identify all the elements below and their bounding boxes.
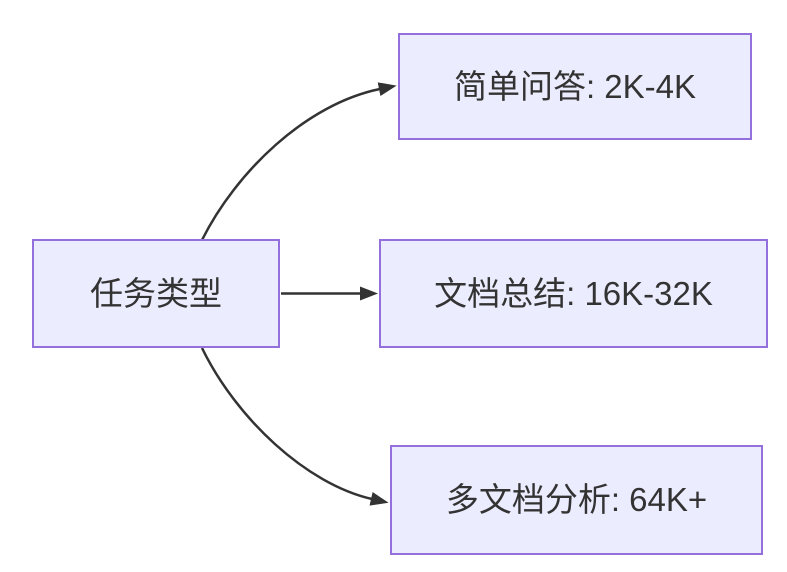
node-simple-qa-label: 简单问答: 2K-4K (453, 67, 697, 105)
edge-root-to-multi-doc (200, 347, 389, 506)
node-multi-doc-analysis-label: 多文档分析: 64K+ (445, 481, 708, 519)
node-doc-summary: 文档总结: 16K-32K (379, 239, 768, 348)
node-doc-summary-label: 文档总结: 16K-32K (434, 274, 713, 312)
node-task-type-label: 任务类型 (90, 274, 222, 312)
node-simple-qa: 简单问答: 2K-4K (398, 33, 752, 140)
edge-root-to-simple-qa (200, 82, 397, 241)
node-task-type: 任务类型 (32, 239, 280, 348)
node-multi-doc-analysis: 多文档分析: 64K+ (390, 445, 763, 555)
